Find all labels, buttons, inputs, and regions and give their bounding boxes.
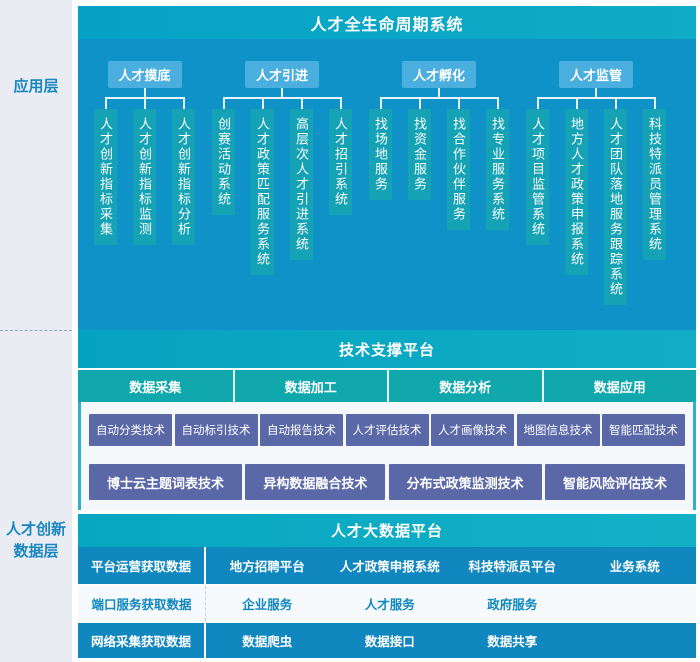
group-talent-survey: 人才摸底 人才创新指标采集 人才创新指标监测 人才创新指标分析 xyxy=(86,61,203,330)
data-cell: 数据爬虫 xyxy=(242,635,293,649)
diagram-main: 人才全生命周期系统 人才摸底 人才创新指标采集 人才创新指标监测 人才创新指标分… xyxy=(78,0,700,662)
group-header: 人才孵化 xyxy=(402,61,476,88)
data-row-cells: 数据爬虫 数据接口 数据共享 xyxy=(206,623,696,658)
group-children: 人才创新指标采集 人才创新指标监测 人才创新指标分析 xyxy=(86,97,203,245)
system-box: 人才招引系统 xyxy=(329,109,352,215)
system-box: 创赛活动系统 xyxy=(212,109,235,215)
connector-stem xyxy=(143,88,146,97)
child-node: 找场地服务 xyxy=(361,97,400,200)
child-node: 人才创新指标分析 xyxy=(164,97,203,245)
tech-row-1: 自动分类技术 自动标引技术 自动报告技术 人才评估技术 人才画像技术 地图信息技… xyxy=(89,414,685,446)
data-cell: 政府服务 xyxy=(487,598,538,612)
system-box: 人才创新指标监测 xyxy=(133,109,156,245)
sidebar-gap xyxy=(72,0,78,662)
big-data-platform: 人才大数据平台 平台运营获取数据 地方招聘平台 人才政策申报系统 科技特派员平台… xyxy=(78,514,696,658)
data-row-label: 端口服务获取数据 xyxy=(78,586,206,621)
child-node: 高层次人才引进系统 xyxy=(282,97,321,260)
tech-column: 数据应用 xyxy=(541,370,697,402)
system-box: 人才项目监管系统 xyxy=(526,109,549,245)
data-cell: 数据共享 xyxy=(487,635,538,649)
tech-box: 博士云主题词表技术 xyxy=(89,464,243,500)
system-box: 找场地服务 xyxy=(369,109,392,200)
group-header: 人才摸底 xyxy=(107,61,182,88)
data-cell: 地方招聘平台 xyxy=(229,560,305,574)
data-cell: 数据接口 xyxy=(364,635,415,649)
group-talent-supervision: 人才监管 人才项目监管系统 地方人才政策申报系统 人才团队落地服务跟踪系统 科技… xyxy=(518,61,674,330)
data-row-label: 平台运营获取数据 xyxy=(78,547,206,584)
data-row-web-collection: 网络采集获取数据 数据爬虫 数据接口 数据共享 xyxy=(78,621,696,658)
tech-box: 异构数据融合技术 xyxy=(245,464,386,500)
system-box: 找合作伙伴服务 xyxy=(447,109,470,230)
tech-platform-title: 技术支撑平台 xyxy=(78,330,696,368)
child-node: 人才招引系统 xyxy=(321,97,360,215)
tech-box: 人才评估技术 xyxy=(345,414,429,446)
group-talent-incubation: 人才孵化 找场地服务 找资金服务 找合作伙伴服务 找专业服务系统 xyxy=(361,61,517,330)
group-header: 人才监管 xyxy=(559,61,633,88)
tech-box: 自动标引技术 xyxy=(174,414,258,446)
tech-row-2: 博士云主题词表技术 异构数据融合技术 分布式政策监测技术 智能风险评估技术 xyxy=(89,464,685,500)
tech-platform: 技术支撑平台 数据采集 数据加工 数据分析 数据应用 自动分类技术 自动标引技术… xyxy=(78,330,696,510)
child-node: 人才创新指标采集 xyxy=(86,97,125,245)
data-layer-label: 人才创新 数据层 xyxy=(0,331,72,662)
tech-platform-columns: 数据采集 数据加工 数据分析 数据应用 xyxy=(78,368,696,402)
child-node: 人才团队落地服务跟踪系统 xyxy=(596,97,635,305)
child-node: 人才项目监管系统 xyxy=(518,97,557,245)
tech-box: 自动分类技术 xyxy=(89,414,172,446)
system-box: 地方人才政策申报系统 xyxy=(565,109,588,275)
group-header: 人才引进 xyxy=(245,61,319,88)
child-node: 找资金服务 xyxy=(400,97,439,200)
child-node: 找专业服务系统 xyxy=(478,97,517,230)
child-node: 创赛活动系统 xyxy=(204,97,243,215)
group-children: 找场地服务 找资金服务 找合作伙伴服务 找专业服务系统 xyxy=(361,97,517,230)
system-box: 找专业服务系统 xyxy=(486,109,509,230)
data-row-cells: 地方招聘平台 人才政策申报系统 科技特派员平台 业务系统 xyxy=(206,547,696,584)
group-children: 创赛活动系统 人才政策匹配服务系统 高层次人才引进系统 人才招引系统 xyxy=(204,97,360,275)
system-box: 科技特派员管理系统 xyxy=(643,109,666,260)
tech-box: 智能匹配技术 xyxy=(602,414,685,446)
system-title: 人才全生命周期系统 xyxy=(78,6,696,39)
tech-platform-body: 自动分类技术 自动标引技术 自动报告技术 人才评估技术 人才画像技术 地图信息技… xyxy=(78,402,696,510)
connector-stem xyxy=(595,88,597,97)
data-cell: 业务系统 xyxy=(609,560,660,574)
data-layer-label-line1: 人才创新 xyxy=(5,521,66,538)
connector-stem xyxy=(281,88,283,97)
tech-box: 自动报告技术 xyxy=(260,414,343,446)
system-box: 人才团队落地服务跟踪系统 xyxy=(604,109,627,305)
tech-column: 数据采集 xyxy=(129,379,182,395)
tech-box: 地图信息技术 xyxy=(516,414,600,446)
layer-sidebar: 应用层 人才创新 数据层 xyxy=(0,0,72,662)
system-box: 人才创新指标采集 xyxy=(94,109,117,245)
data-cell-empty xyxy=(574,623,697,658)
data-cell: 人才政策申报系统 xyxy=(339,560,440,574)
system-box: 找资金服务 xyxy=(408,109,431,200)
data-cell-empty xyxy=(574,586,697,621)
child-node: 科技特派员管理系统 xyxy=(635,97,674,260)
connector-stem xyxy=(438,88,440,97)
data-cell: 企业服务 xyxy=(242,598,293,612)
tech-column: 数据加工 xyxy=(232,370,388,402)
data-cell: 人才服务 xyxy=(364,598,415,612)
group-talent-introduction: 人才引进 创赛活动系统 人才政策匹配服务系统 高层次人才引进系统 人才招引系统 xyxy=(204,61,360,330)
child-node: 人才创新指标监测 xyxy=(125,97,164,245)
data-layer-label-line2: 数据层 xyxy=(13,542,59,560)
big-data-platform-title: 人才大数据平台 xyxy=(78,514,696,547)
group-children: 人才项目监管系统 地方人才政策申报系统 人才团队落地服务跟踪系统 科技特派员管理… xyxy=(518,97,674,305)
system-box: 高层次人才引进系统 xyxy=(290,109,313,260)
data-row-port-services: 端口服务获取数据 企业服务 人才服务 政府服务 xyxy=(78,584,696,621)
tech-box: 分布式政策监测技术 xyxy=(388,464,542,500)
tech-column: 数据分析 xyxy=(387,370,542,402)
tech-box: 人才画像技术 xyxy=(431,414,514,446)
data-cell: 科技特派员平台 xyxy=(468,560,556,574)
application-layer-label: 应用层 xyxy=(0,0,72,331)
data-row-cells: 企业服务 人才服务 政府服务 xyxy=(206,586,696,621)
data-row-label: 网络采集获取数据 xyxy=(78,623,206,658)
child-node: 找合作伙伴服务 xyxy=(439,97,478,230)
data-row-platform-ops: 平台运营获取数据 地方招聘平台 人才政策申报系统 科技特派员平台 业务系统 xyxy=(78,547,696,584)
application-layer: 人才摸底 人才创新指标采集 人才创新指标监测 人才创新指标分析 人才引进 创赛活… xyxy=(78,39,696,330)
system-box: 人才政策匹配服务系统 xyxy=(251,109,274,275)
system-box: 人才创新指标分析 xyxy=(172,109,195,245)
child-node: 地方人才政策申报系统 xyxy=(557,97,596,275)
child-node: 人才政策匹配服务系统 xyxy=(243,97,282,275)
tech-box: 智能风险评估技术 xyxy=(544,464,685,500)
